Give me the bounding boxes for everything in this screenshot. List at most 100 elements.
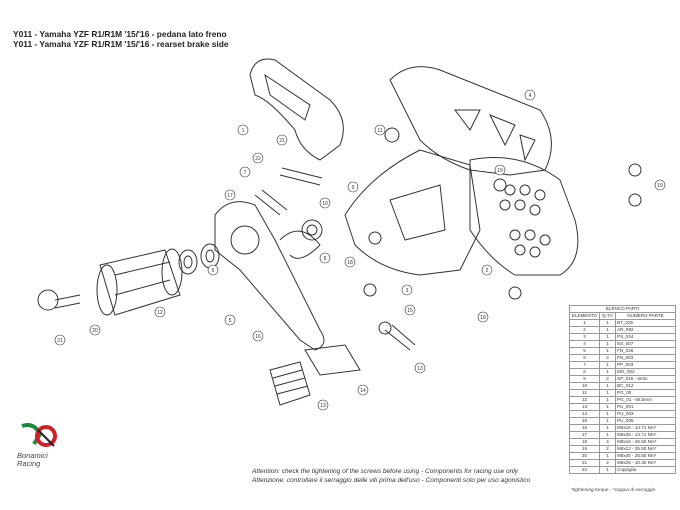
callout-number: 19 — [497, 168, 503, 174]
callout-number: 18 — [480, 315, 486, 321]
part-element: 8 — [569, 368, 600, 376]
part-element: 21 — [569, 459, 600, 467]
part-number: PU_003 — [615, 410, 676, 418]
callout-number: 4 — [529, 93, 532, 99]
part-number: M6x25 - 14.71 Nm* — [615, 431, 676, 439]
warning-italian: Attenzione: controllare il serraggio del… — [252, 477, 531, 484]
parts-table-caption: ELENCO PARTI — [569, 305, 676, 313]
part-number: M6x16 - 14.71 Nm* — [615, 424, 676, 432]
part-number: MO_002 — [615, 368, 676, 376]
callout-number: 8 — [324, 256, 327, 262]
part-qty: 1 — [599, 403, 616, 411]
part-qty: 2 — [599, 354, 616, 362]
spring-boot-13 — [269, 361, 311, 406]
bushing-10 — [301, 219, 323, 241]
adjuster-15 — [384, 324, 416, 351]
part-qty: 1 — [599, 466, 616, 474]
part-number: PS_044 — [615, 333, 676, 341]
part-qty: 4 — [599, 438, 616, 446]
part-number: BT_025 — [615, 319, 676, 327]
callout-number: 2 — [486, 268, 489, 274]
part-element: 22 — [569, 466, 600, 474]
part-qty: 1 — [599, 424, 616, 432]
callout-circle — [319, 197, 331, 209]
callout-circle — [317, 399, 329, 411]
mid-plate-cutout — [389, 184, 446, 241]
callout-circle — [54, 334, 66, 346]
part-qty: 2 — [599, 459, 616, 467]
callout-number: 1 — [242, 128, 245, 134]
callout-number: 21 — [279, 138, 285, 144]
heel-plate — [249, 58, 344, 161]
callout-number: 9 — [352, 185, 355, 191]
part-number: AR_092 — [615, 326, 676, 334]
mid-plate — [344, 149, 481, 276]
callout-number: 19 — [657, 183, 663, 189]
part-number: BC_012 — [615, 382, 676, 390]
callout-circle — [524, 89, 536, 101]
callout-number: 18 — [347, 260, 353, 266]
title-italian: Y011 - Yamaha YZF R1/R1M '15/'16 - pedan… — [13, 29, 227, 39]
part-qty: 1 — [599, 396, 616, 404]
callout-circle — [224, 314, 236, 326]
part-element: 3 — [569, 333, 600, 341]
drawing-title: Y011 - Yamaha YZF R1/R1M '15/'16 - pedan… — [13, 29, 229, 49]
part-qty: 2 — [599, 445, 616, 453]
callout-circle — [224, 189, 236, 201]
callout-circle — [357, 384, 369, 396]
callout-circle — [89, 324, 101, 336]
part-element: 17 — [569, 431, 600, 439]
part-element: 20 — [569, 452, 600, 460]
brake-lever — [214, 201, 325, 351]
callout-circle — [347, 181, 359, 193]
brake-lever-pivot — [230, 225, 260, 255]
callout-number: 5 — [229, 318, 232, 324]
part-qty: 2 — [599, 375, 616, 383]
part-qty: 1 — [599, 319, 616, 327]
warning-english: Attention: check the tightening of the s… — [252, 468, 519, 475]
callout-circle — [477, 311, 489, 323]
col-header-element: ELEMENTO — [569, 312, 600, 320]
spring-8 — [279, 230, 321, 259]
part-qty: 1 — [599, 368, 616, 376]
col-header-qty: Q.TÀ — [599, 312, 616, 320]
part-element: 15 — [569, 417, 600, 425]
callout-circle — [252, 330, 264, 342]
part-qty: 1 — [599, 361, 616, 369]
bolt-head-21 — [37, 289, 59, 311]
part-number: M8x12 - 25.50 Nm* — [615, 445, 676, 453]
part-element: 14 — [569, 410, 600, 418]
clevis-14 — [304, 344, 361, 376]
part-element: 2 — [569, 326, 600, 334]
logo-text: Bonamici Racing — [17, 452, 48, 468]
callout-circle — [237, 124, 249, 136]
part-number: SS_007 — [615, 340, 676, 348]
part-number: SP_015 - 6mm — [615, 375, 676, 383]
part-qty: 1 — [599, 333, 616, 341]
part-element: 7 — [569, 361, 600, 369]
part-qty: 1 — [599, 452, 616, 460]
callout-circle — [239, 166, 251, 178]
callout-number: 13 — [320, 403, 326, 409]
callout-number: 15 — [407, 308, 413, 314]
callout-circle — [276, 134, 288, 146]
part-number: PU_001 — [615, 403, 676, 411]
part-element: 18 — [569, 438, 600, 446]
part-element: 1 — [569, 319, 600, 327]
part-element: 4 — [569, 340, 600, 348]
callout-number: 12 — [157, 310, 163, 316]
part-number: M8x40 - 25.50 Nm* — [615, 452, 676, 460]
